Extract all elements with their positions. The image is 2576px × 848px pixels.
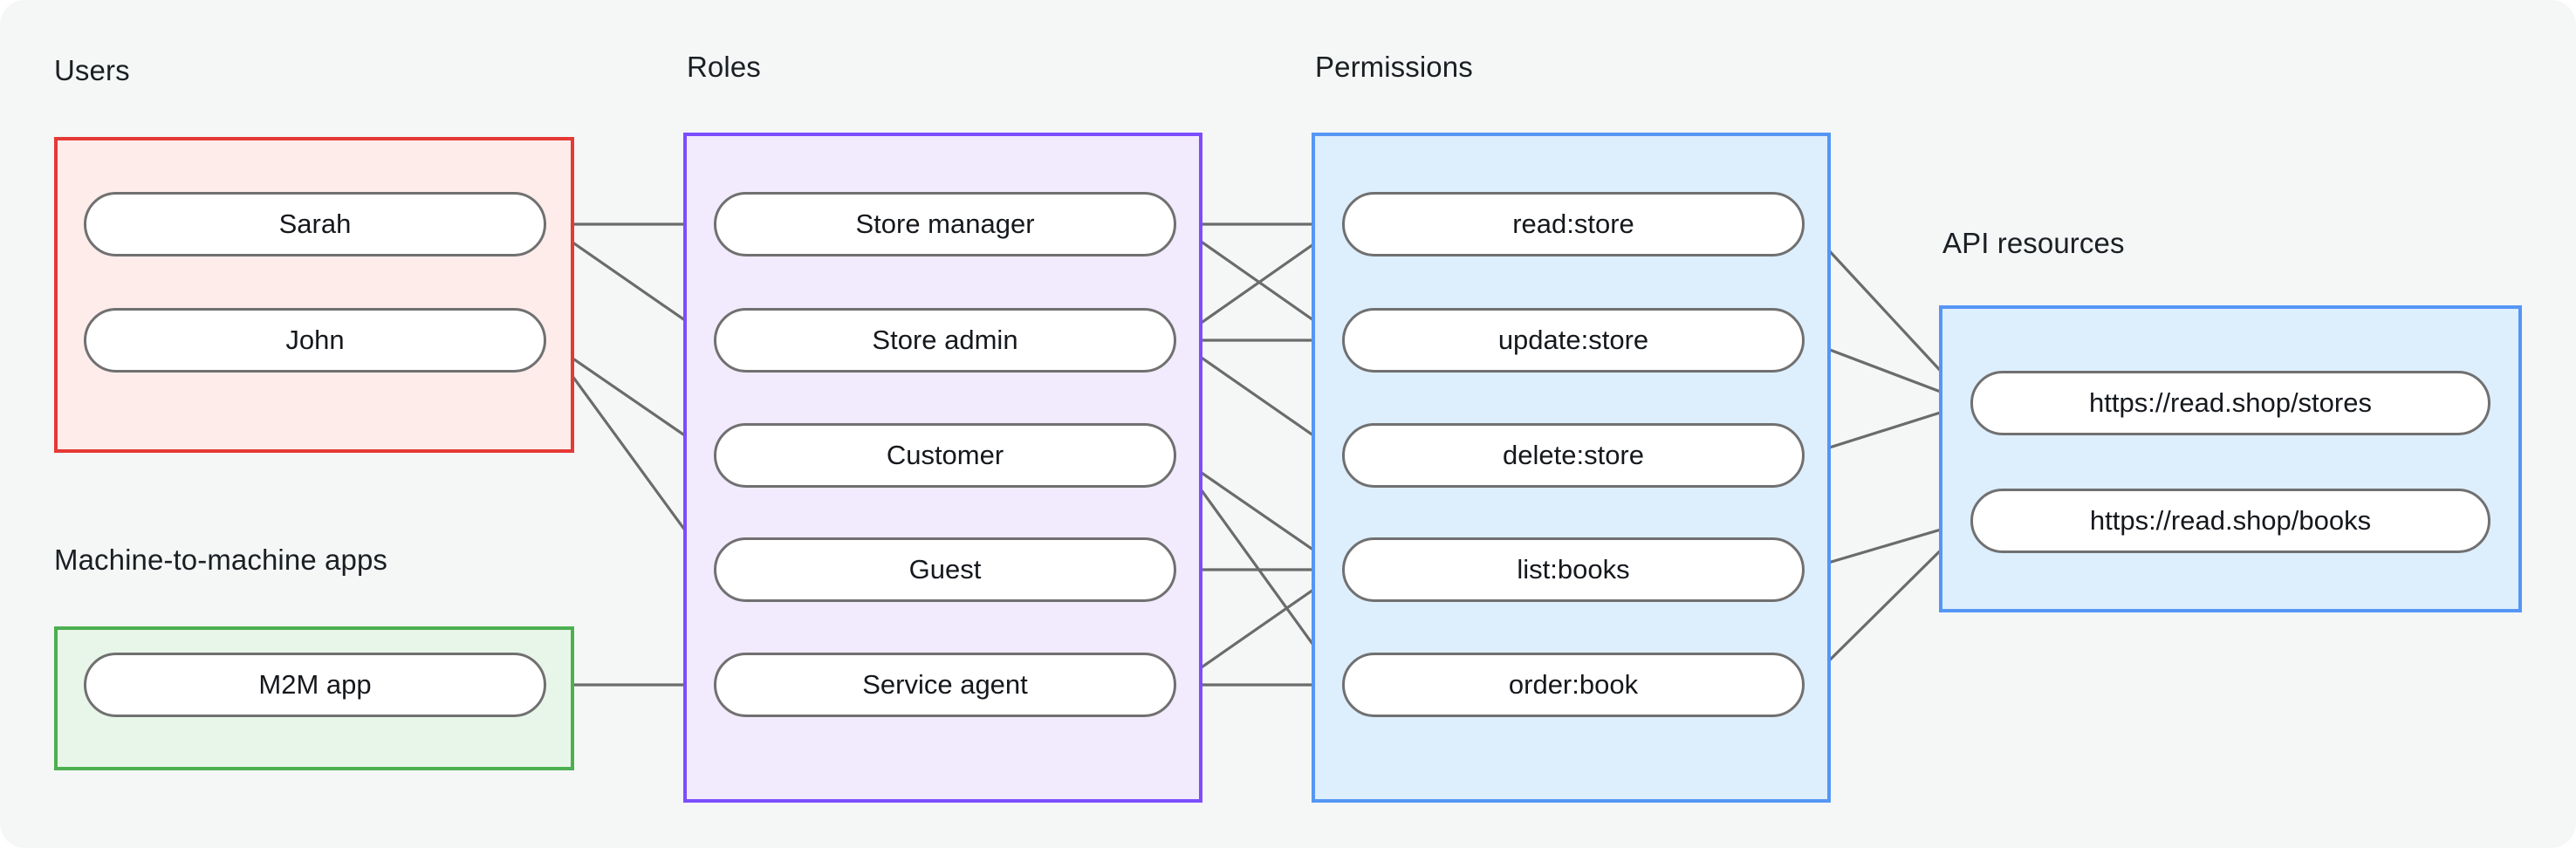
group-label-api-resources: API resources	[1942, 227, 2125, 259]
group-box-api-resources	[1939, 305, 2522, 612]
node-sarah[interactable]: Sarah	[84, 192, 546, 256]
group-box-users	[54, 137, 574, 453]
node-john[interactable]: John	[84, 308, 546, 373]
node-customer[interactable]: Customer	[714, 423, 1176, 488]
node-res-books[interactable]: https://read.shop/books	[1970, 489, 2490, 553]
node-guest[interactable]: Guest	[714, 537, 1176, 602]
node-m2m-app[interactable]: M2M app	[84, 653, 546, 717]
node-update-store[interactable]: update:store	[1342, 308, 1805, 373]
node-store-manager[interactable]: Store manager	[714, 192, 1176, 256]
node-read-store[interactable]: read:store	[1342, 192, 1805, 256]
group-label-permissions: Permissions	[1315, 51, 1473, 83]
node-service-agent[interactable]: Service agent	[714, 653, 1176, 717]
node-store-admin[interactable]: Store admin	[714, 308, 1176, 373]
group-label-roles: Roles	[687, 51, 761, 83]
group-label-m2m: Machine-to-machine apps	[54, 544, 387, 576]
node-list-books[interactable]: list:books	[1342, 537, 1805, 602]
node-order-book[interactable]: order:book	[1342, 653, 1805, 717]
node-delete-store[interactable]: delete:store	[1342, 423, 1805, 488]
node-res-stores[interactable]: https://read.shop/stores	[1970, 371, 2490, 435]
group-label-users: Users	[54, 54, 130, 86]
